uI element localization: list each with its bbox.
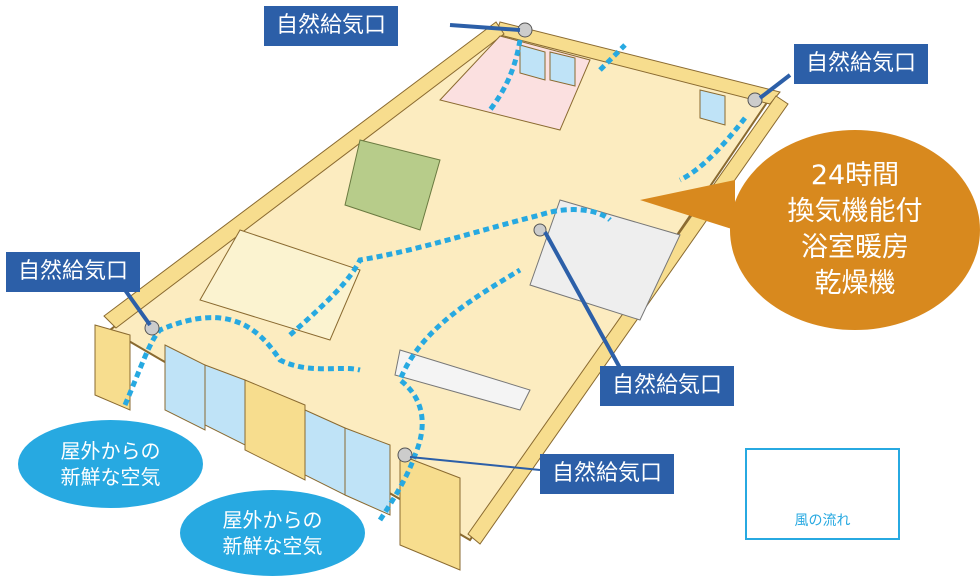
callout-lines [123, 23, 792, 471]
bathroom-dryer-callout: 24時間 換気機能付 浴室暖房 乾燥機 [730, 130, 980, 330]
dryer-line: 浴室暖房 [801, 232, 909, 263]
fresh-air-bubble-bottom: 屋外からの 新鮮な空気 [180, 490, 365, 576]
front-pillars [94, 324, 461, 571]
vent-icons [144, 22, 763, 463]
dryer-line: 24時間 [810, 160, 900, 191]
bathroom [529, 199, 681, 321]
bubble-line: 新鮮な空気 [222, 534, 323, 558]
legend-text: 風の流れ [794, 513, 851, 529]
vent-label-right-top: 自然給気口 [794, 44, 929, 84]
front-windows [164, 44, 726, 516]
legend-box: 風の流れ [745, 448, 900, 540]
vent-label-top: 自然給気口 [264, 6, 399, 46]
dryer-line: 乾燥機 [814, 268, 896, 299]
room-left [199, 229, 361, 341]
bubble-line: 新鮮な空気 [60, 465, 161, 489]
vent-label-bottom: 自然給気口 [540, 454, 675, 494]
air-flow-paths [122, 39, 747, 522]
kitchen-counter [394, 349, 531, 411]
vent-label-left: 自然給気口 [6, 252, 141, 292]
fresh-air-bubble-left: 屋外からの 新鮮な空気 [18, 420, 203, 508]
bubble-line: 屋外からの [222, 508, 323, 532]
bubble-line: 屋外からの [60, 439, 161, 463]
room-green [344, 139, 441, 231]
dryer-line: 換気機能付 [787, 196, 923, 227]
vent-label-center: 自然給気口 [600, 366, 735, 406]
